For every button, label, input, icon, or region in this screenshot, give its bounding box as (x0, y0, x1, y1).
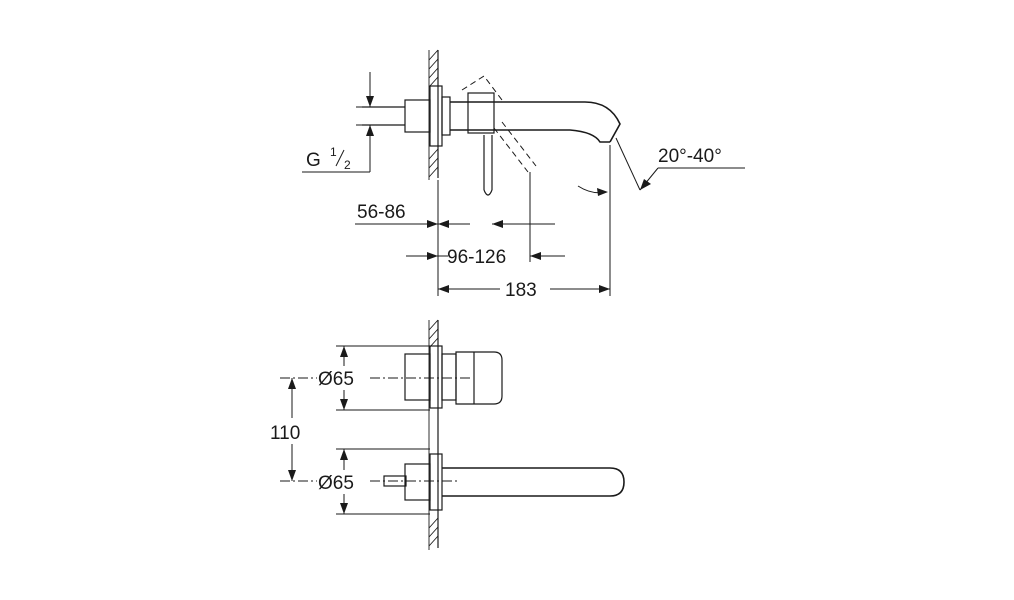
thread-denominator: 2 (344, 158, 351, 172)
hatch-line (428, 526, 439, 538)
thread-numerator: 1 (330, 145, 337, 159)
wall-side (428, 49, 439, 180)
hatch-line (428, 58, 439, 70)
angle-dimension: 20°-40° (577, 137, 745, 196)
lever-offset-dimension: 96-126 (406, 172, 565, 268)
hatch-line (428, 76, 439, 88)
hatch-line (428, 166, 439, 178)
thread-label: G (306, 150, 321, 171)
hatch-line (428, 67, 439, 79)
wall-depth-label: 56-86 (357, 202, 406, 223)
spout-front (404, 453, 625, 511)
hatch-line (428, 517, 439, 529)
angle-label: 20°-40° (658, 146, 722, 167)
hatch-line (428, 535, 439, 547)
handle-diameter-label: Ø65 (318, 369, 354, 390)
center-distance-label: 110 (270, 423, 300, 444)
hatch-line (428, 157, 439, 169)
spout-diameter-label: Ø65 (318, 473, 354, 494)
spout-length-label: 183 (505, 280, 537, 301)
lever-offset-label: 96-126 (447, 247, 506, 268)
spout-diameter-dimension: Ø65 (280, 448, 460, 515)
center-distance-dimension: 110 (268, 378, 316, 481)
front-view: Ø65 Ø65 110 (268, 319, 625, 550)
rosette-side (404, 85, 451, 147)
handle-diameter-dimension: Ø65 (280, 345, 470, 411)
spout-side (450, 101, 621, 143)
spout-length-dimension: 183 (437, 145, 611, 301)
hatch-line (428, 148, 439, 160)
lever-dashed (461, 75, 537, 173)
hatch-line (428, 319, 439, 331)
handle-front (404, 345, 503, 409)
wall-depth-dimension: 56-86 (355, 202, 470, 228)
lever-body (467, 92, 495, 196)
wall-hatching-front (428, 319, 439, 550)
pipe-side (362, 106, 405, 126)
wall-hatching (428, 49, 439, 180)
hatch-line (428, 328, 439, 340)
thread-dimension: G 1 2 (302, 72, 385, 173)
hatch-line (428, 49, 439, 61)
side-view: G 1 2 56-86 96-126 (302, 49, 745, 301)
